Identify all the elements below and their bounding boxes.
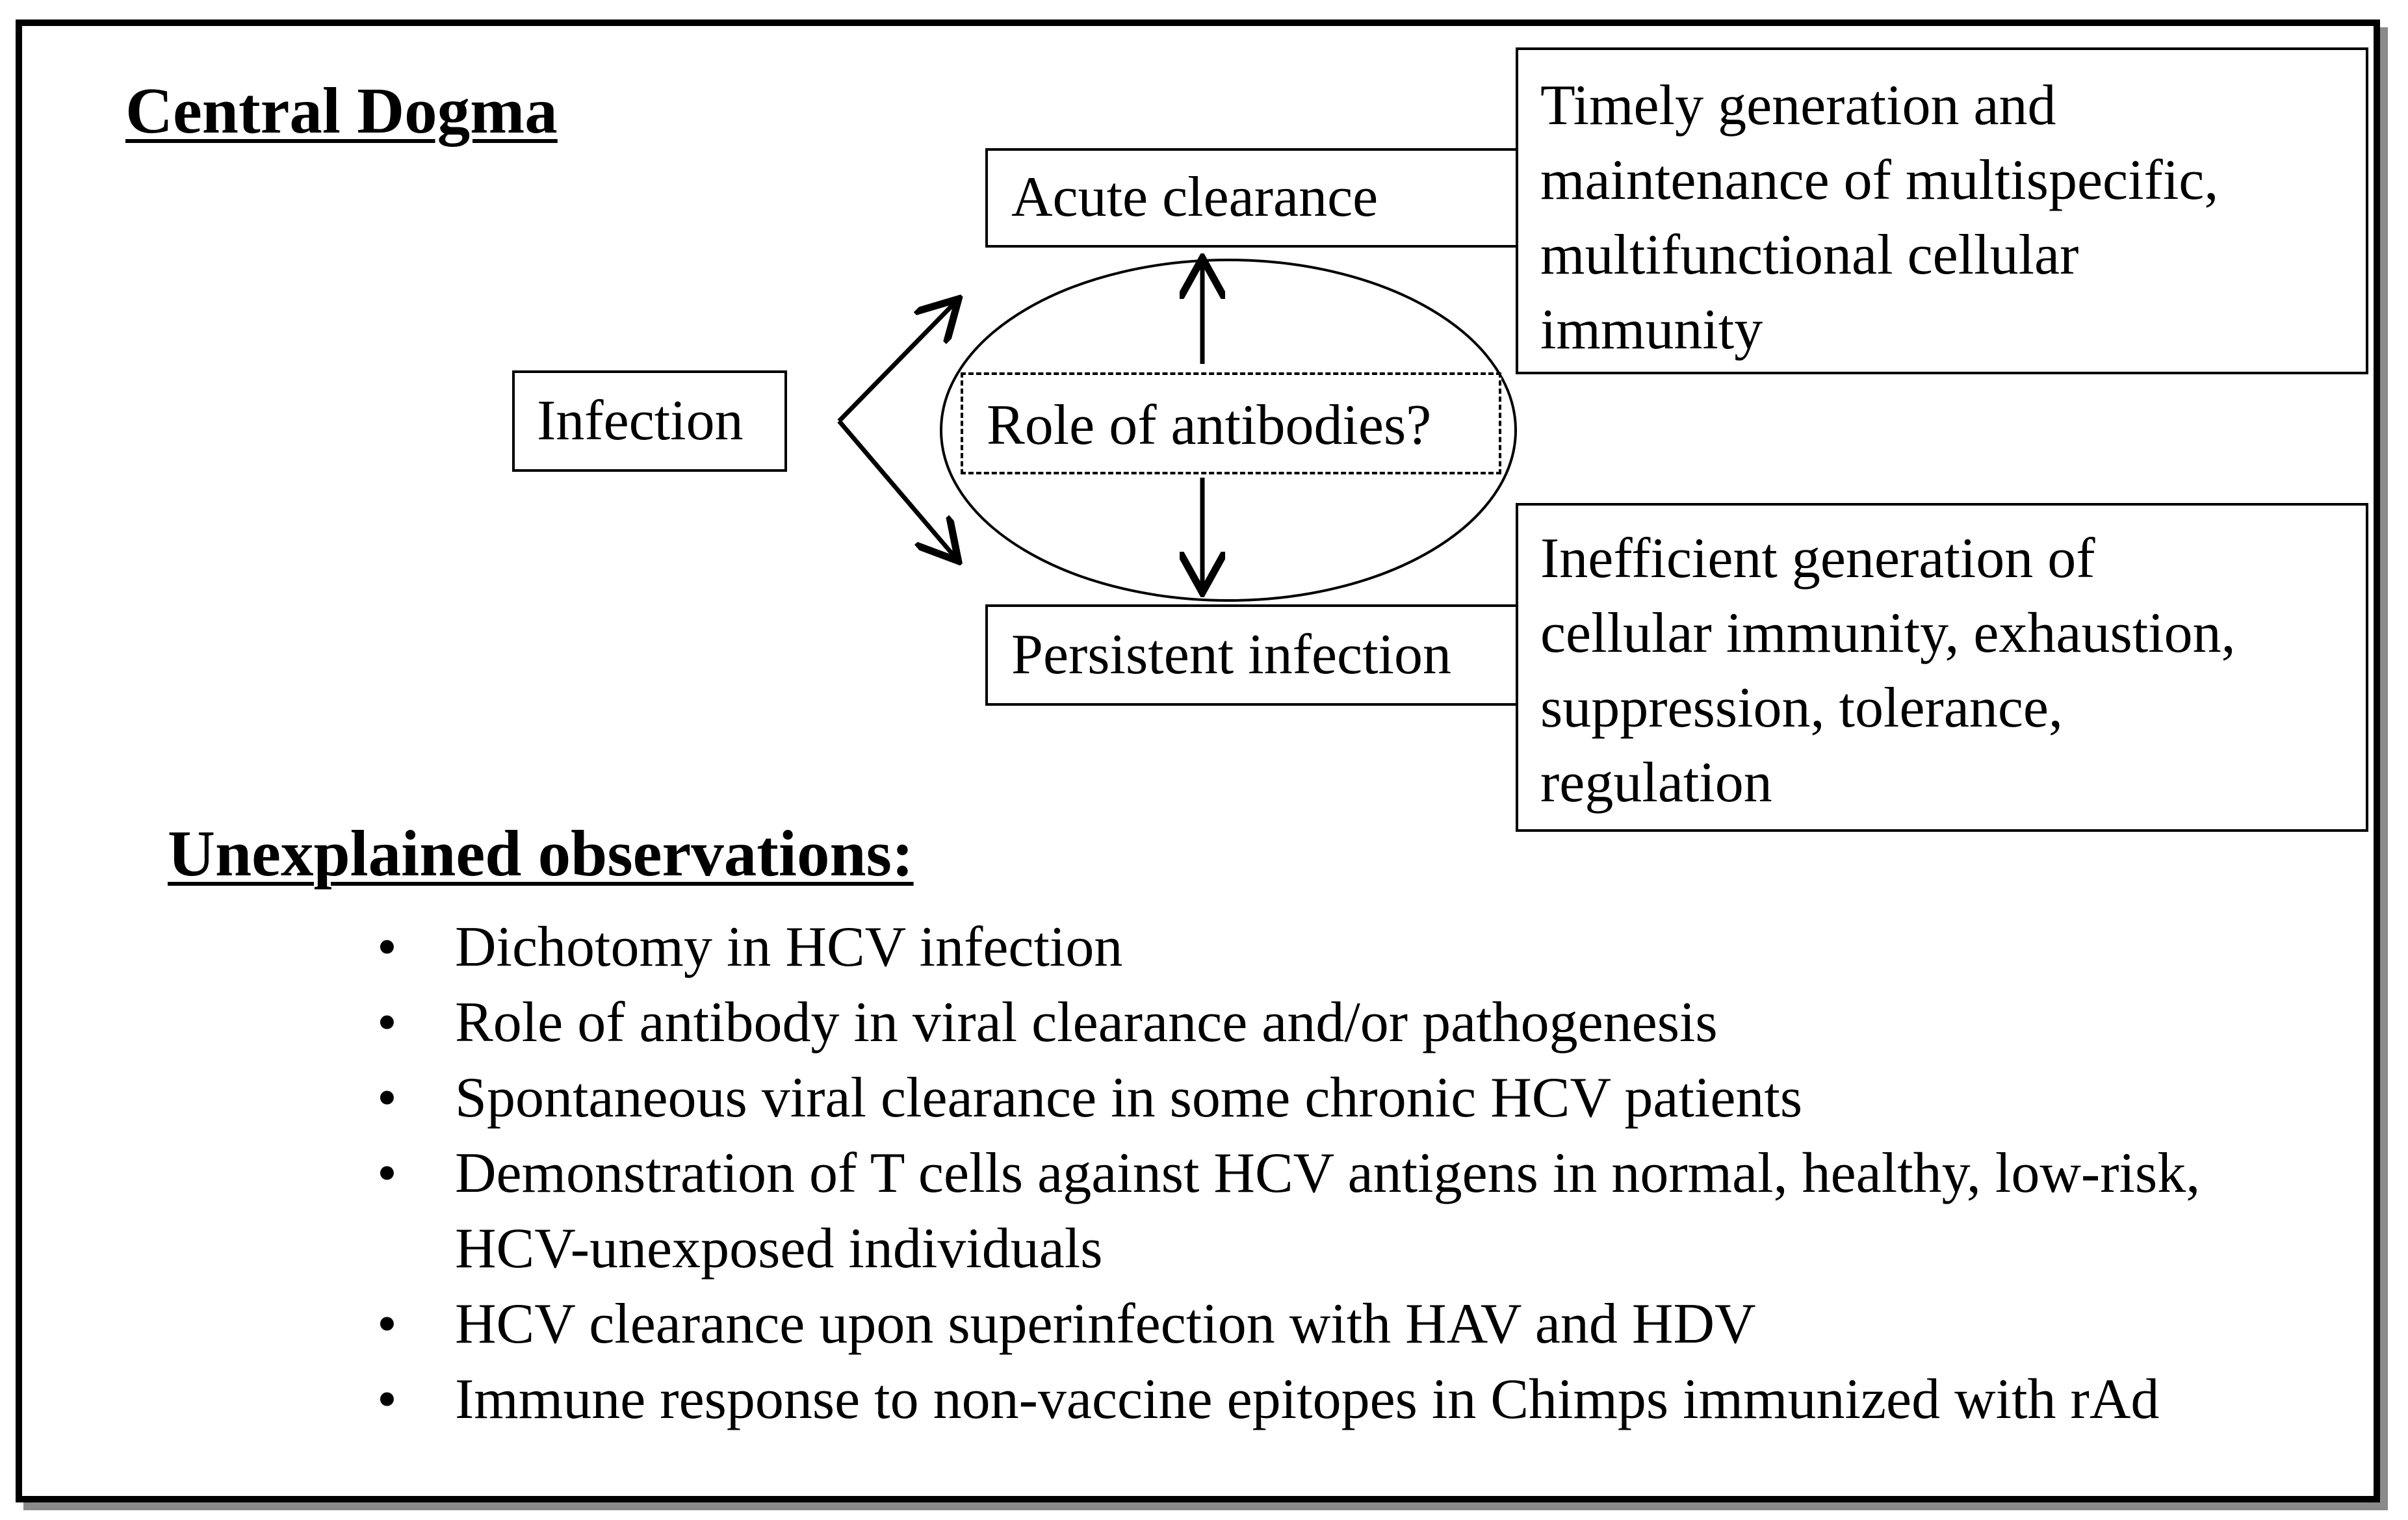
timely-generation-box: Timely generation and maintenance of mul… bbox=[1516, 47, 2368, 374]
role-of-antibodies-label: Role of antibodies? bbox=[987, 394, 1432, 457]
inefficient-generation-box: Inefficient generation of cellular immun… bbox=[1516, 503, 2368, 832]
list-item: • Dichotomy in HCV infection bbox=[377, 910, 2327, 985]
role-of-antibodies-box: Role of antibodies? bbox=[961, 372, 1501, 474]
bullet-icon: • bbox=[377, 1368, 397, 1431]
persistent-infection-label: Persistent infection bbox=[1011, 623, 1451, 686]
bullet-icon: • bbox=[377, 991, 397, 1054]
inefficient-generation-line: Inefficient generation of bbox=[1540, 527, 2095, 590]
observations-list: • Dichotomy in HCV infection • Role of a… bbox=[377, 910, 2327, 1437]
timely-generation-line: immunity bbox=[1540, 298, 1763, 361]
infection-box: Infection bbox=[512, 370, 787, 472]
inefficient-generation-line: suppression, tolerance, bbox=[1540, 676, 2063, 740]
timely-generation-line: maintenance of multispecific, bbox=[1540, 149, 2219, 212]
list-item: • Immune response to non-vaccine epitope… bbox=[377, 1362, 2327, 1437]
central-dogma-heading: Central Dogma bbox=[125, 74, 558, 147]
timely-generation-line: Timely generation and bbox=[1540, 74, 2056, 137]
observation-text: Immune response to non-vaccine epitopes … bbox=[455, 1368, 2160, 1431]
unexplained-observations-heading: Unexplained observations: bbox=[168, 817, 914, 890]
inefficient-generation-line: cellular immunity, exhaustion, bbox=[1540, 602, 2236, 665]
observation-text: Dichotomy in HCV infection bbox=[455, 916, 1123, 979]
observation-text: Role of antibody in viral clearance and/… bbox=[455, 991, 1718, 1054]
infection-label: Infection bbox=[537, 389, 744, 452]
list-item: • Role of antibody in viral clearance an… bbox=[377, 985, 2327, 1061]
persistent-infection-box: Persistent infection bbox=[985, 604, 1518, 706]
inefficient-generation-line: regulation bbox=[1540, 751, 1772, 814]
bullet-icon: • bbox=[377, 1066, 397, 1129]
list-item: • HCV clearance upon superinfection with… bbox=[377, 1287, 2327, 1362]
list-item: • Demonstration of T cells against HCV a… bbox=[377, 1136, 2327, 1287]
bullet-icon: • bbox=[377, 1293, 397, 1356]
observation-text: Demonstration of T cells against HCV ant… bbox=[455, 1142, 2201, 1280]
bullet-icon: • bbox=[377, 1142, 397, 1205]
acute-clearance-label: Acute clearance bbox=[1011, 166, 1379, 229]
observation-text: HCV clearance upon superinfection with H… bbox=[455, 1293, 1756, 1356]
list-item: • Spontaneous viral clearance in some ch… bbox=[377, 1061, 2327, 1136]
acute-clearance-box: Acute clearance bbox=[985, 148, 1518, 248]
timely-generation-line: multifunctional cellular bbox=[1540, 224, 2079, 287]
observation-text: Spontaneous viral clearance in some chro… bbox=[455, 1066, 1803, 1129]
bullet-icon: • bbox=[377, 916, 397, 979]
